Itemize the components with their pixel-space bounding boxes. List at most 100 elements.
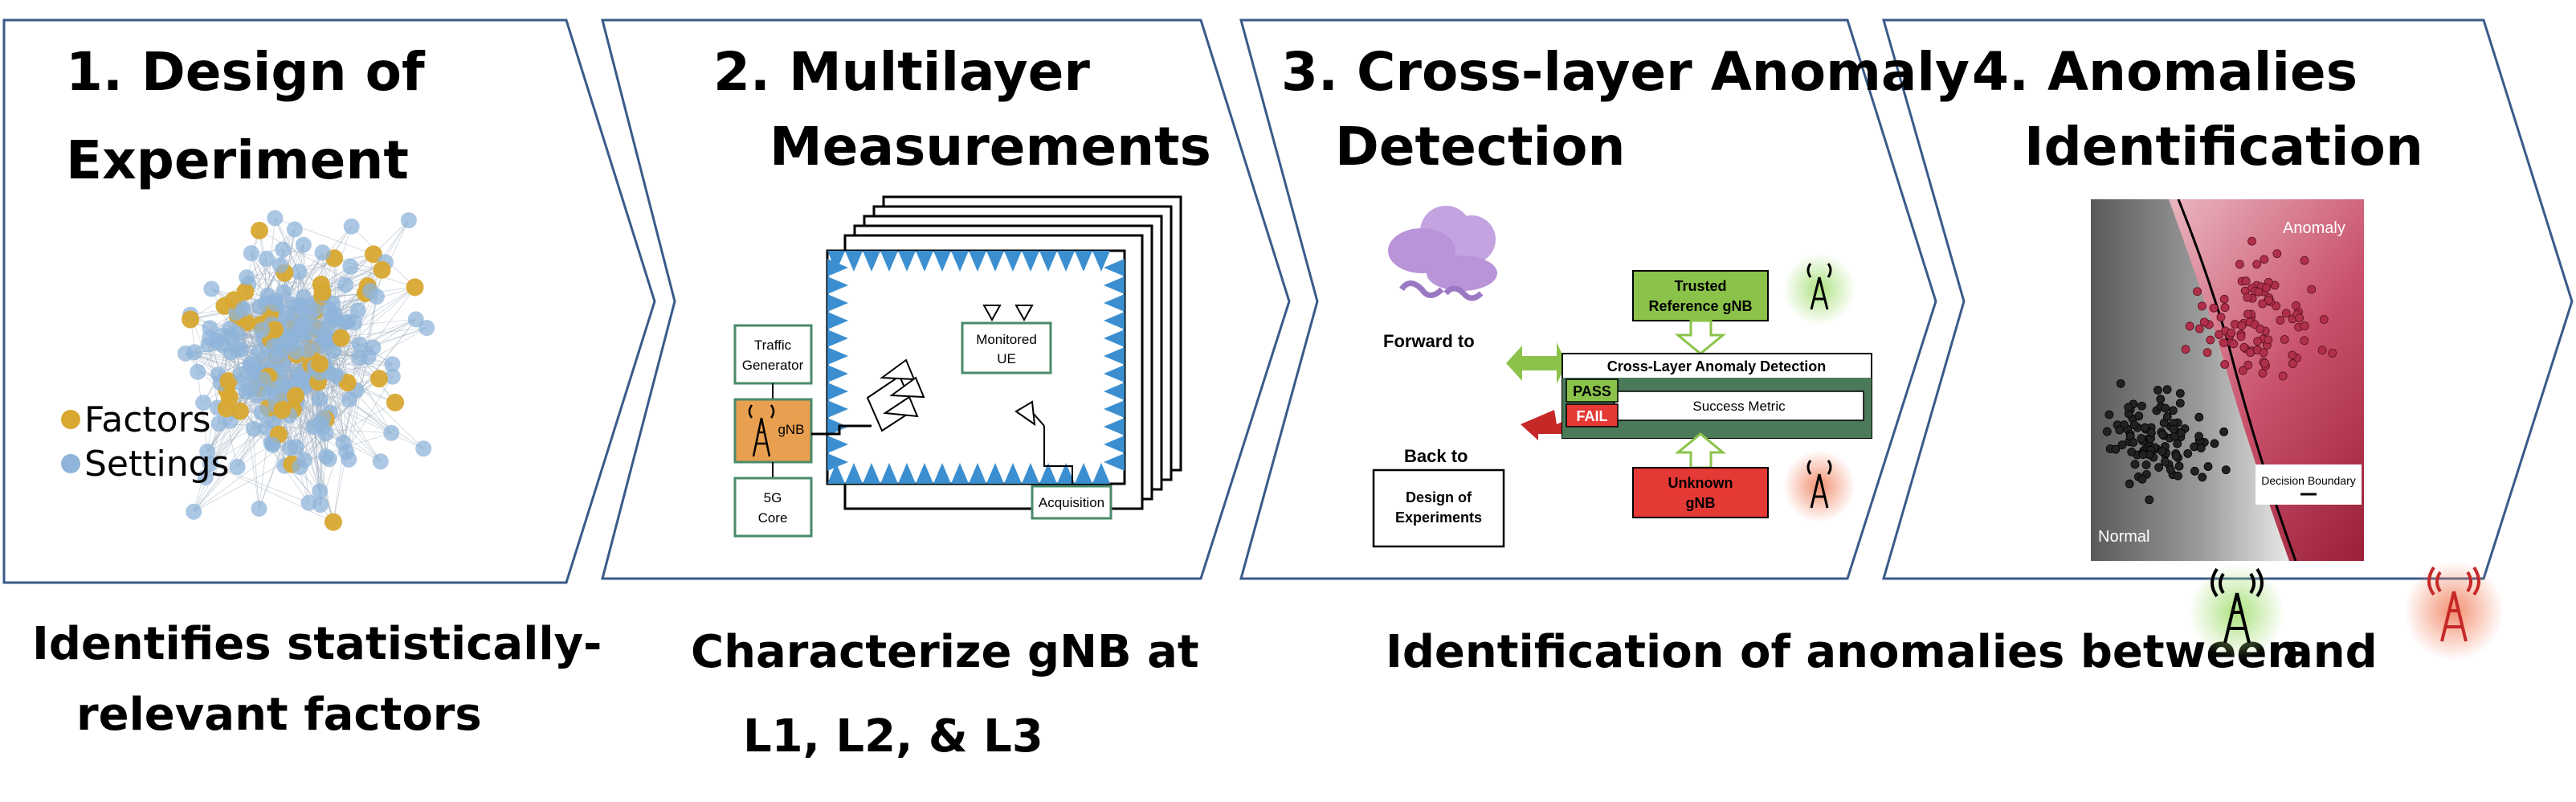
setting-node: [295, 236, 312, 253]
setting-node: [190, 363, 206, 380]
anomaly-point: [2253, 337, 2262, 346]
setting-node: [418, 319, 435, 336]
design-of-experiments-box: [1372, 469, 1505, 548]
setting-node: [267, 296, 284, 313]
absorber-cone: [898, 463, 916, 484]
setting-node: [239, 269, 255, 286]
unknown-glow: [1783, 450, 1855, 522]
fail-badge: [1566, 403, 1619, 428]
absorber-cone: [880, 463, 898, 484]
normal-point: [2221, 465, 2231, 475]
normal-point: [2117, 440, 2127, 450]
setting-node: [238, 383, 255, 400]
network-edge: [282, 327, 427, 411]
setting-node: [372, 453, 389, 470]
normal-region-label: Normal: [2098, 528, 2149, 546]
normal-point: [2166, 465, 2175, 474]
anomaly-point: [2229, 339, 2239, 349]
factor-settings-network: [177, 210, 435, 531]
factors-legend-label: Factors: [84, 399, 211, 440]
setting-node: [312, 415, 329, 432]
success-metric-box: [1614, 391, 1864, 421]
anomaly-point: [2227, 328, 2236, 338]
trusted-gnb-label: Trusted: [1674, 278, 1726, 294]
factor-node: [286, 387, 304, 405]
trusted-glow: [1783, 253, 1855, 325]
gnb-label: gNB: [778, 422, 804, 437]
5g-core-box: [733, 477, 813, 538]
factor-node: [332, 329, 350, 347]
normal-point: [2104, 410, 2114, 419]
setting-node: [292, 321, 308, 338]
network-edge: [251, 252, 300, 306]
absorber-cone: [1022, 463, 1039, 484]
normal-point: [2174, 461, 2184, 471]
setting-node: [222, 329, 239, 346]
absorber-cones: [827, 251, 1125, 484]
absorber-cone: [827, 347, 848, 365]
factor-node: [219, 372, 238, 391]
absorber-cone: [1057, 463, 1075, 484]
absorber-cone: [827, 400, 848, 418]
anomaly-point: [2300, 256, 2309, 265]
anomaly-point: [2236, 332, 2246, 342]
absorber-cone: [933, 463, 951, 484]
people-forward-icon: [1388, 206, 1497, 301]
setting-node: [312, 483, 329, 500]
setting-node: [383, 424, 400, 441]
setting-node: [255, 371, 271, 388]
setting-node: [327, 367, 344, 384]
setting-node: [251, 500, 267, 517]
setting-node: [342, 258, 359, 275]
caption-1: Identifies statistically-: [32, 618, 602, 670]
setting-node: [264, 436, 281, 453]
factor-node: [231, 402, 249, 420]
normal-point: [2153, 386, 2162, 395]
detection-title: Cross-Layer Anomaly Detection: [1607, 358, 1826, 374]
setting-node: [312, 391, 329, 407]
normal-point: [2154, 463, 2164, 473]
setting-node: [407, 311, 424, 328]
monitored-ue-antenna-icon: [982, 305, 1034, 322]
anomaly-point: [2262, 283, 2272, 293]
factor-node: [273, 401, 292, 419]
setting-node: [288, 439, 304, 456]
normal-point: [2125, 479, 2134, 489]
absorber-cone: [986, 463, 1004, 484]
setting-node: [245, 420, 262, 437]
anomaly-point: [2272, 249, 2282, 259]
absorber-cone: [951, 251, 969, 272]
absorber-cone: [1104, 400, 1125, 418]
trusted-gnb-box: [1632, 270, 1769, 321]
anomaly-region-label: Anomaly: [2283, 219, 2345, 237]
normal-point: [2129, 420, 2139, 430]
setting-node: [283, 336, 300, 353]
setting-node: [275, 241, 292, 258]
step-4-title: 4. Anomalies: [1972, 41, 2358, 103]
setting-node: [271, 256, 288, 273]
anomaly-point: [2260, 358, 2270, 368]
network-edge: [333, 293, 366, 522]
normal-point: [2130, 460, 2140, 469]
setting-node: [197, 469, 214, 486]
normal-point: [2173, 439, 2182, 448]
absorber-cone: [1104, 329, 1125, 347]
setting-node: [267, 210, 284, 227]
normal-point: [2198, 473, 2207, 482]
design-of-experiments-label: Design of: [1406, 489, 1472, 505]
gnb-cable: [811, 424, 872, 436]
normal-point: [2175, 389, 2185, 398]
anomaly-point: [2300, 321, 2309, 330]
anomaly-point: [2276, 316, 2285, 325]
fail-label: FAIL: [1577, 408, 1608, 424]
network-edge: [303, 252, 323, 297]
absorber-cone: [969, 251, 986, 272]
factor-node: [182, 310, 200, 329]
monitored-ue-label: Monitored: [976, 332, 1037, 347]
setting-node: [286, 221, 303, 238]
factors-legend-dot: [61, 410, 80, 429]
absorber-cone: [827, 383, 848, 400]
caption-2-line2: L1, L2, & L3: [743, 710, 1043, 763]
setting-node: [292, 459, 308, 476]
setting-node: [265, 380, 282, 397]
